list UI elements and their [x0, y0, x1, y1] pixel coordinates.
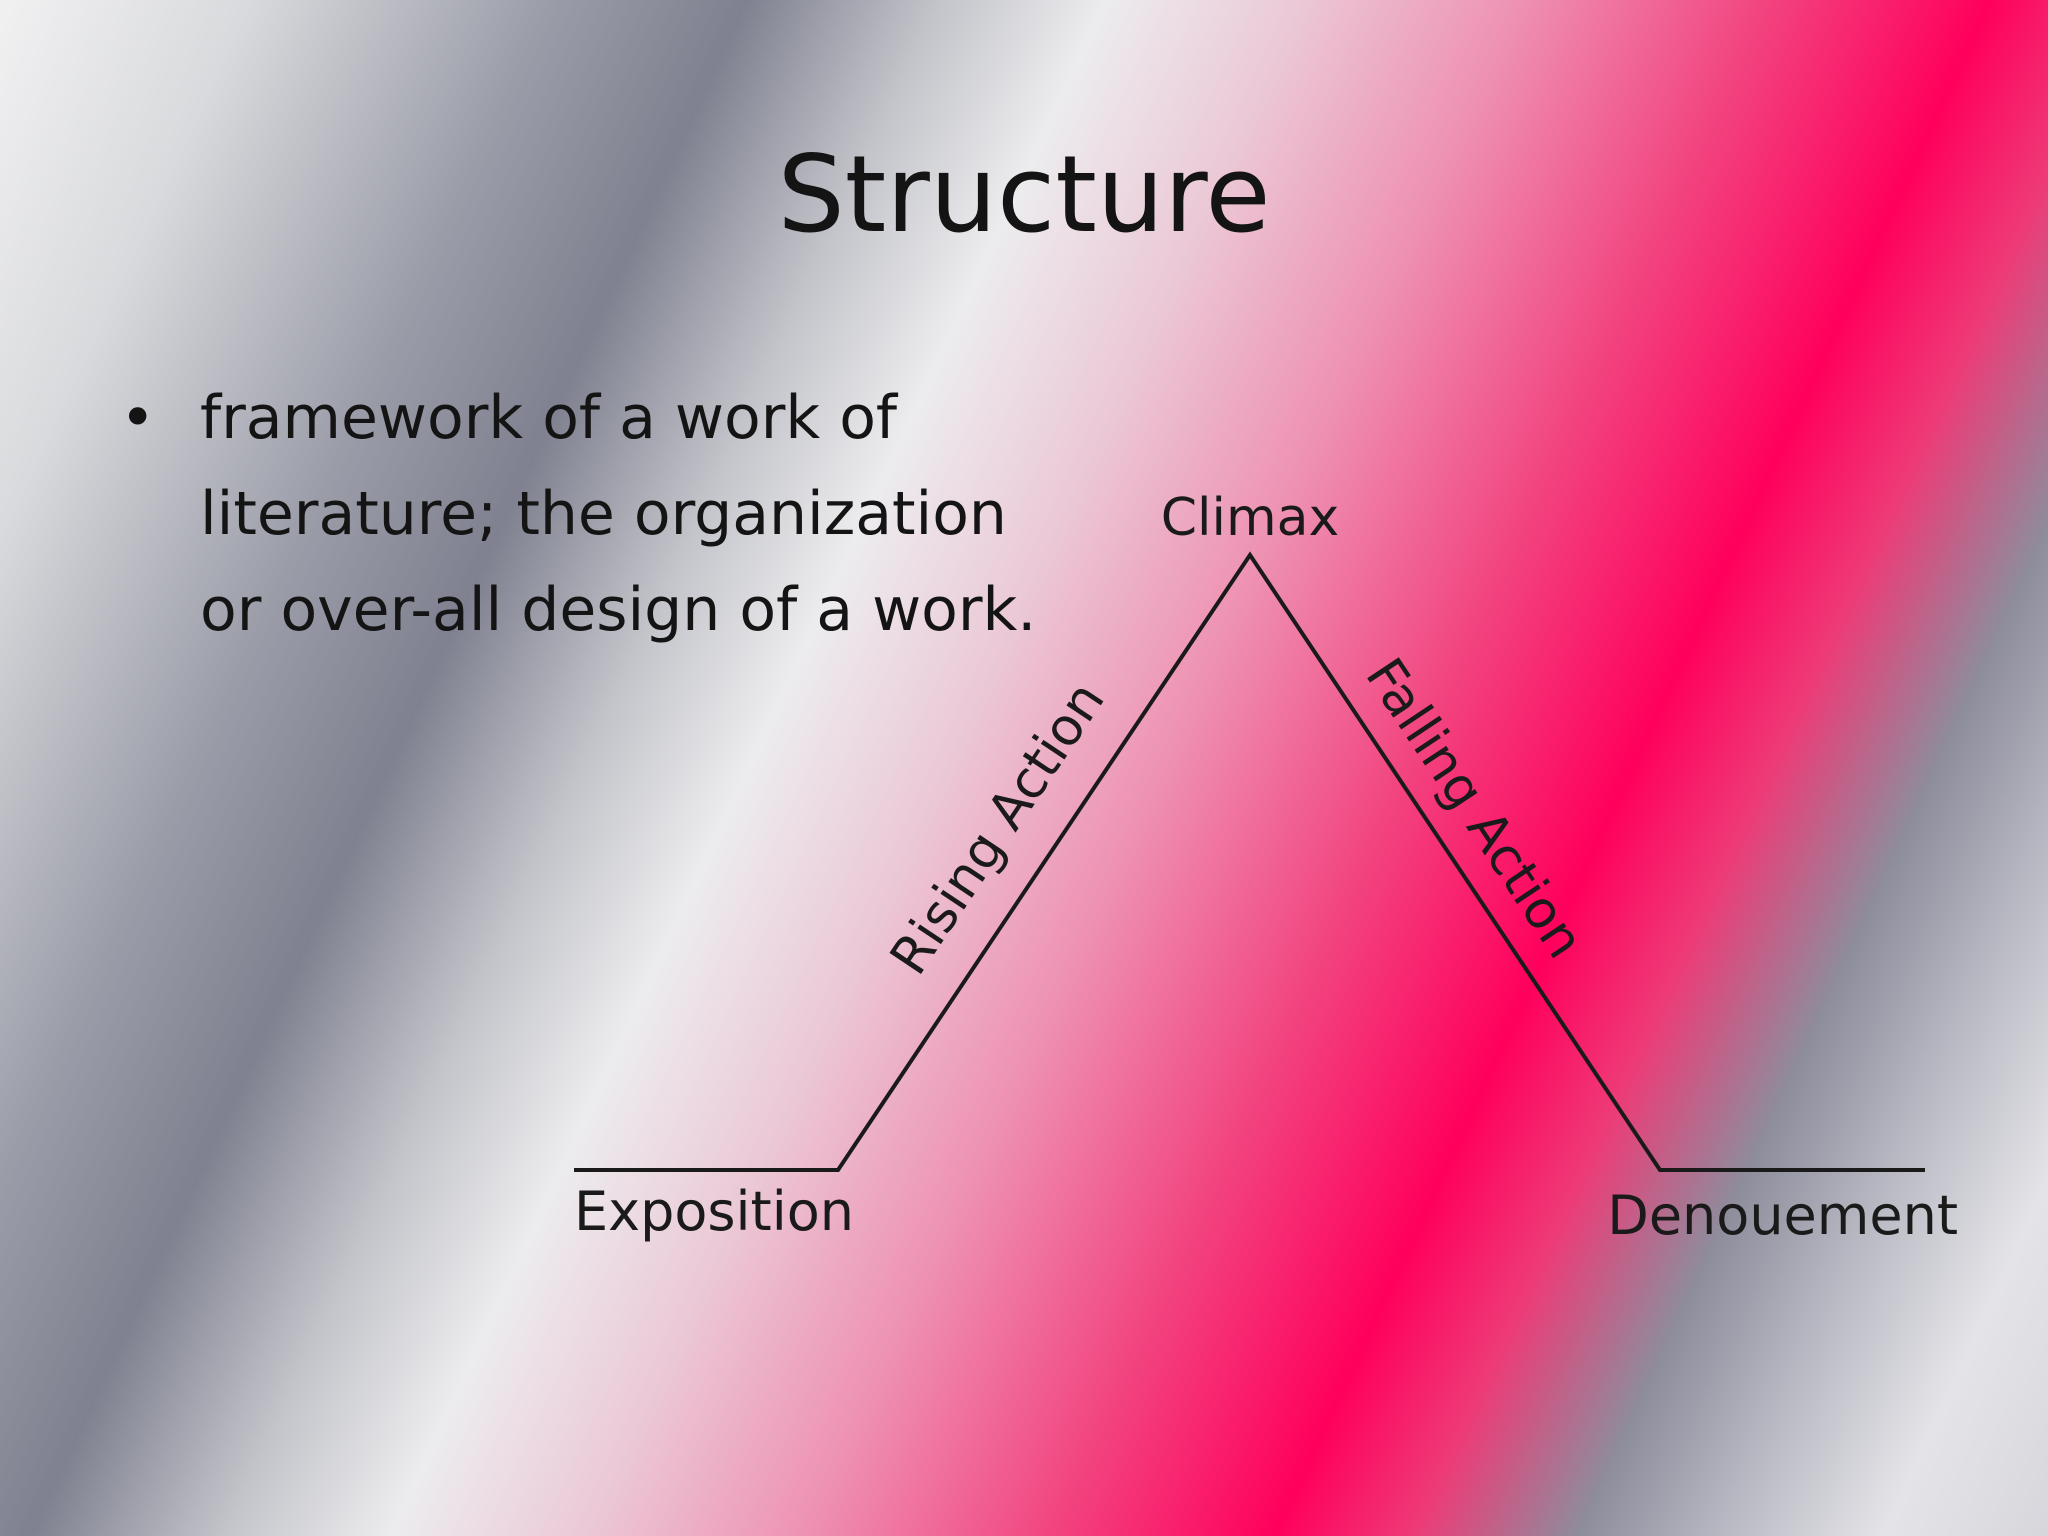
- plot-line: [574, 551, 1925, 1172]
- exposition-label: Exposition: [574, 1180, 854, 1243]
- bullet-marker: •: [120, 383, 156, 453]
- bullet-text: framework of a work of literature; the o…: [200, 383, 1037, 645]
- climax-label: Climax: [1161, 488, 1340, 548]
- slide-title: Structure: [777, 133, 1271, 256]
- denouement-label: Denouement: [1607, 1184, 1958, 1247]
- falling-action-label: Falling Action: [1354, 648, 1595, 969]
- rising-action-label: Rising Action: [879, 672, 1117, 986]
